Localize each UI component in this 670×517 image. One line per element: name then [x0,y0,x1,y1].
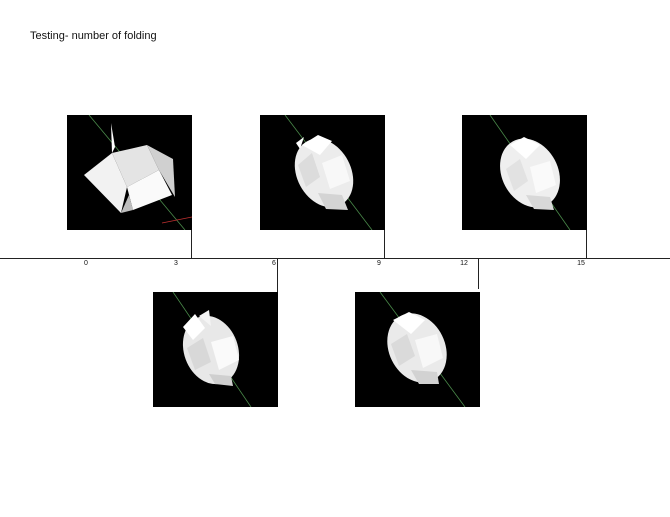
leader-line [478,259,479,289]
render-panel-4 [153,292,278,407]
tick-label: 3 [174,260,178,267]
render-panel-5 [355,292,480,407]
tick-label: 9 [377,260,381,267]
folded-form-render [379,292,466,407]
folded-form-render [84,115,192,230]
page-title: Testing- number of folding [30,30,157,42]
tick-label: 6 [272,260,276,267]
tick-label: 15 [577,260,585,267]
leader-line [586,229,587,258]
tick-label: 0 [84,260,88,267]
tick-label: 12 [460,260,468,267]
leader-line [384,229,385,258]
leader-line [191,229,192,258]
folded-form-render [489,115,571,230]
render-panel-1 [67,115,192,230]
render-panel-2 [260,115,385,230]
folded-form-render [172,292,252,407]
leader-line [277,259,278,293]
timeline-axis [0,258,670,259]
folded-form-render [284,115,373,230]
render-panel-3 [462,115,587,230]
